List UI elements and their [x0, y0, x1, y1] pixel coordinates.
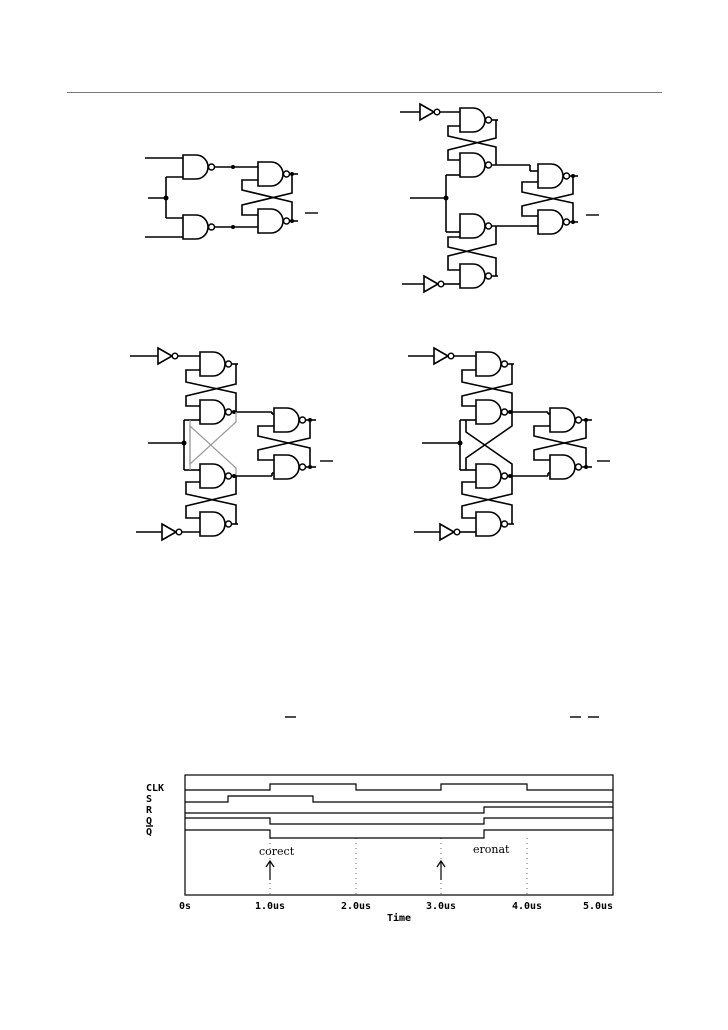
- arrowhead-eronat: [436, 859, 446, 868]
- circuit-master-slave-c: [408, 347, 610, 541]
- x-tick: 5.0us: [583, 901, 613, 912]
- x-tick: 4.0us: [512, 901, 542, 912]
- waveform-clk: [185, 783, 613, 791]
- circuit-gated-sr-latch: [145, 154, 318, 240]
- x-axis-label: Time: [387, 912, 411, 924]
- signal-label-clk: CLK: [146, 783, 164, 794]
- schematics: [130, 103, 610, 541]
- waveform-q: [185, 817, 613, 825]
- signal-label-q-bar: Q: [146, 827, 152, 838]
- annotation-eronat: eronat: [473, 843, 510, 856]
- waveform-s: [185, 795, 613, 803]
- x-tick: 2.0us: [341, 901, 371, 912]
- x-tick: 0s: [179, 901, 191, 912]
- signal-labels: CLK S R Q Q: [146, 783, 164, 838]
- x-ticks: 0s 1.0us 2.0us 3.0us 4.0us 5.0us Time: [179, 901, 613, 924]
- header-rule: [67, 92, 662, 93]
- waveform-r: [185, 806, 613, 814]
- x-tick: 1.0us: [255, 901, 285, 912]
- circuit-master-slave-b: [130, 347, 333, 541]
- signal-label-q: Q: [146, 816, 152, 827]
- signal-label-s: S: [146, 794, 152, 805]
- annotation-corect: corect: [259, 845, 295, 858]
- x-tick: 3.0us: [426, 901, 456, 912]
- waveforms: [185, 783, 613, 839]
- timing-frame: [184, 774, 614, 896]
- arrowhead-corect: [265, 859, 275, 868]
- timing-annotations: corect eronat: [259, 843, 510, 880]
- waveform-q-bar: [185, 829, 613, 839]
- signal-label-r: R: [146, 805, 153, 816]
- circuit-master-slave-a: [400, 103, 599, 293]
